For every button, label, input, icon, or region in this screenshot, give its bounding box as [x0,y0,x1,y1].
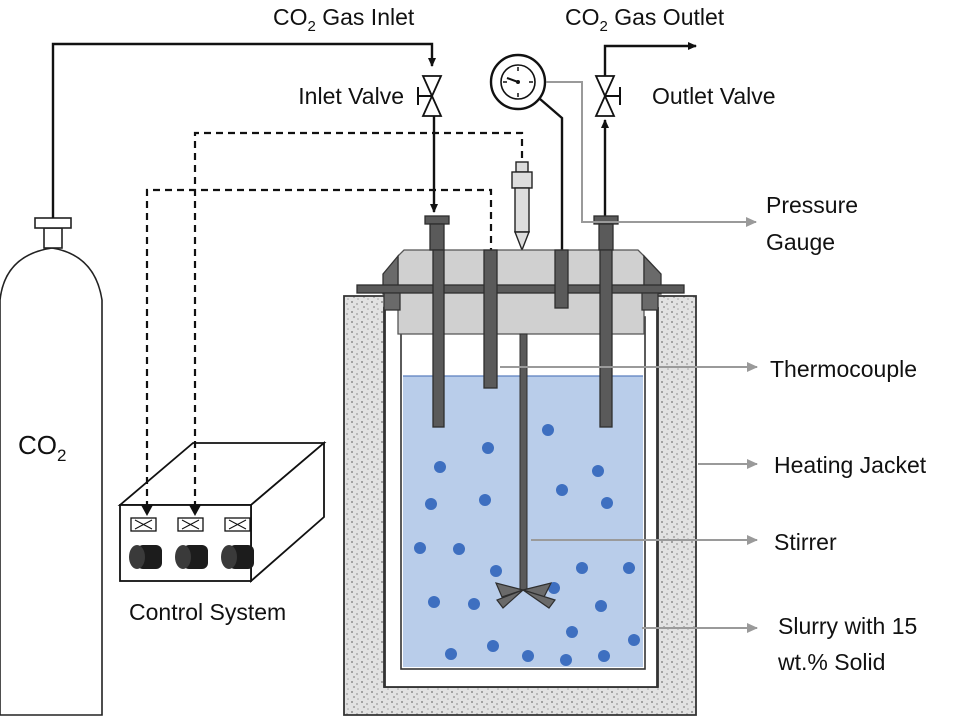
probe [511,161,533,252]
control-knob-2 [175,545,208,569]
particle [566,626,578,638]
control-display-1 [130,517,157,532]
control-system-box [117,441,327,583]
particle [479,494,491,506]
particle [598,650,610,662]
particle [453,543,465,555]
particle [576,562,588,574]
particle [542,424,554,436]
particle [482,442,494,454]
outlet-tube [593,215,619,428]
pressure-gauge-leader [546,81,757,227]
gas-outlet-label: CO2 Gas Outlet [565,4,725,35]
stirrer [494,333,556,609]
control-line-arrow-1 [141,505,153,516]
slurry-label-line2: wt.% Solid [777,649,885,675]
reactor-lid [356,249,685,335]
particle [490,565,502,577]
co2-cylinder: CO2 [0,217,103,716]
pressure-gauge-label-line2: Gauge [766,229,835,255]
stirrer-label: Stirrer [774,529,837,555]
particle [628,634,640,646]
particle [595,600,607,612]
control-display-3 [224,517,251,532]
outlet-valve [594,75,621,117]
control-line-to-thermocouple [145,188,493,508]
particle [560,654,572,666]
gas-outlet-line [603,42,697,76]
gauge-tube [554,249,569,309]
control-knob-3 [221,545,254,569]
particle [468,598,480,610]
cylinder-label: CO2 [18,430,66,465]
pressure-gauge-label-line1: Pressure [766,192,858,218]
particle [522,650,534,662]
thermocouple-tube [483,249,498,389]
particle [414,542,426,554]
control-knob-1 [129,545,162,569]
gauge-line [539,98,564,250]
inlet-valve [417,75,443,117]
particle [548,582,560,594]
particle [425,498,437,510]
inlet-valve-label: Inlet Valve [298,83,404,109]
particle [556,484,568,496]
inlet-tube [424,215,450,428]
control-display-2 [177,517,204,532]
gas-supply-line [51,42,436,218]
gas-inlet-label: CO2 Gas Inlet [273,4,415,35]
outlet-valve-label: Outlet Valve [652,83,776,109]
thermocouple-label: Thermocouple [770,356,917,382]
particle [445,648,457,660]
slurry-particles [414,424,640,666]
slurry-label-line1: Slurry with 15 [778,613,917,639]
pressure-gauge [489,53,547,111]
particle [601,497,613,509]
heating-jacket-label: Heating Jacket [774,452,927,478]
particle [592,465,604,477]
particle [623,562,635,574]
particle [428,596,440,608]
particle [434,461,446,473]
control-system-label: Control System [129,599,286,625]
particle [487,640,499,652]
control-line-arrow-2 [189,505,201,516]
